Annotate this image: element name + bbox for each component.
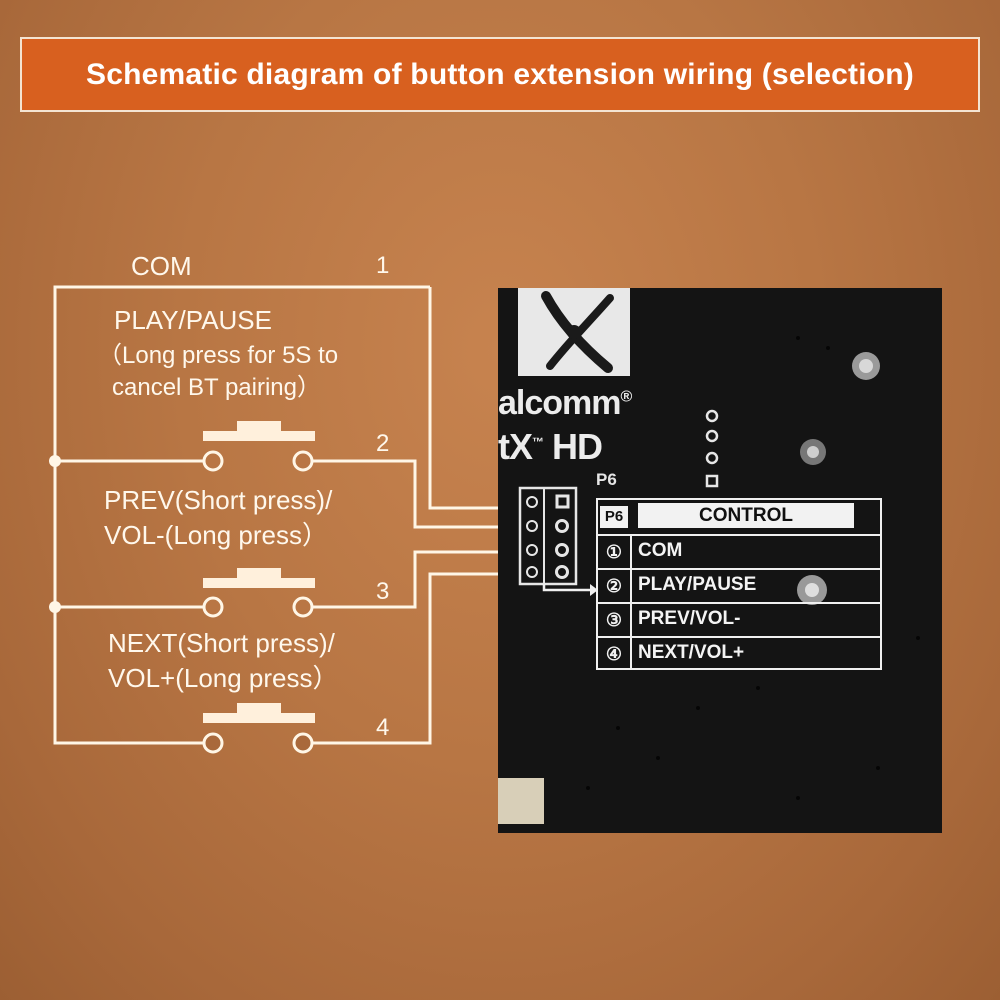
legend-row: ① COM: [598, 534, 880, 568]
pin-legend-table: P6 CONTROL ① COM ② PLAY/PAUSE ③ PREV/VOL…: [596, 498, 882, 670]
com-bus-wire: [53, 285, 430, 745]
play-pause-note-line-1: （Long press for 5S to: [98, 342, 339, 369]
board-details: [518, 336, 920, 800]
push-button-2: [202, 568, 315, 618]
terminal-label-3: 3: [376, 578, 390, 605]
title-banner: Schematic diagram of button extension wi…: [20, 37, 980, 112]
pin-number: ③: [598, 604, 632, 636]
gold-component: [498, 778, 544, 824]
pin-function: PREV/VOL-: [638, 608, 741, 629]
legend-row: ③ PREV/VOL-: [598, 602, 880, 636]
play-pause-label: PLAY/PAUSE: [114, 305, 272, 335]
vol-down-label: VOL-(Long press）: [104, 520, 328, 550]
chip-suffix-text: HD: [543, 426, 603, 467]
arrow-icon: [590, 584, 598, 596]
terminal-2-wire: [313, 459, 498, 529]
prev-label: PREV(Short press)/: [104, 485, 333, 515]
x-logo-icon: [541, 291, 614, 373]
junction-dot: [49, 601, 61, 613]
chip-text: tX: [498, 426, 533, 467]
brand-silkscreen: alcomm®: [498, 384, 633, 423]
legend-header-connector: P6: [600, 506, 628, 528]
connector-outline: [518, 486, 578, 586]
trademark-mark: ™: [532, 435, 544, 449]
next-label: NEXT(Short press)/: [108, 628, 335, 658]
pin-number: ①: [598, 536, 632, 568]
legend-header-row: P6 CONTROL: [598, 500, 880, 534]
junction-dot: [49, 455, 61, 467]
brand-text: alcomm: [498, 384, 621, 422]
terminal-4-wire: [313, 572, 498, 745]
diagram-title: Schematic diagram of button extension wi…: [86, 57, 914, 91]
terminal-1-wire: [428, 287, 498, 510]
pin-function: NEXT/VOL+: [638, 642, 745, 663]
legend-row: ④ NEXT/VOL+: [598, 636, 880, 670]
chip-silkscreen: tX™ HD: [498, 426, 603, 468]
com-label: COM: [131, 251, 192, 281]
push-button-3: [202, 703, 315, 754]
push-button-1: [202, 421, 315, 472]
legend-row: ② PLAY/PAUSE: [598, 568, 880, 602]
connector-label: P6: [596, 470, 617, 489]
pin-number: ②: [598, 570, 632, 602]
play-pause-note-line-2: cancel BT pairing）: [112, 374, 321, 401]
pin-function: COM: [638, 540, 683, 561]
terminal-label-1: 1: [376, 252, 390, 279]
wire-lines: [53, 285, 498, 745]
pin-function: PLAY/PAUSE: [638, 574, 757, 595]
pcb-board: alcomm® tX™ HD P6: [498, 288, 942, 833]
terminal-label-4: 4: [376, 714, 390, 741]
logo-plate: [518, 288, 630, 376]
vol-up-label: VOL+(Long press）: [108, 663, 339, 693]
terminal-label-2: 2: [376, 430, 390, 457]
pin-number: ④: [598, 638, 632, 670]
pad-column: [705, 409, 719, 488]
terminal-3-wire: [313, 550, 498, 609]
registered-mark: ®: [620, 388, 633, 406]
legend-header-title: CONTROL: [638, 503, 854, 528]
